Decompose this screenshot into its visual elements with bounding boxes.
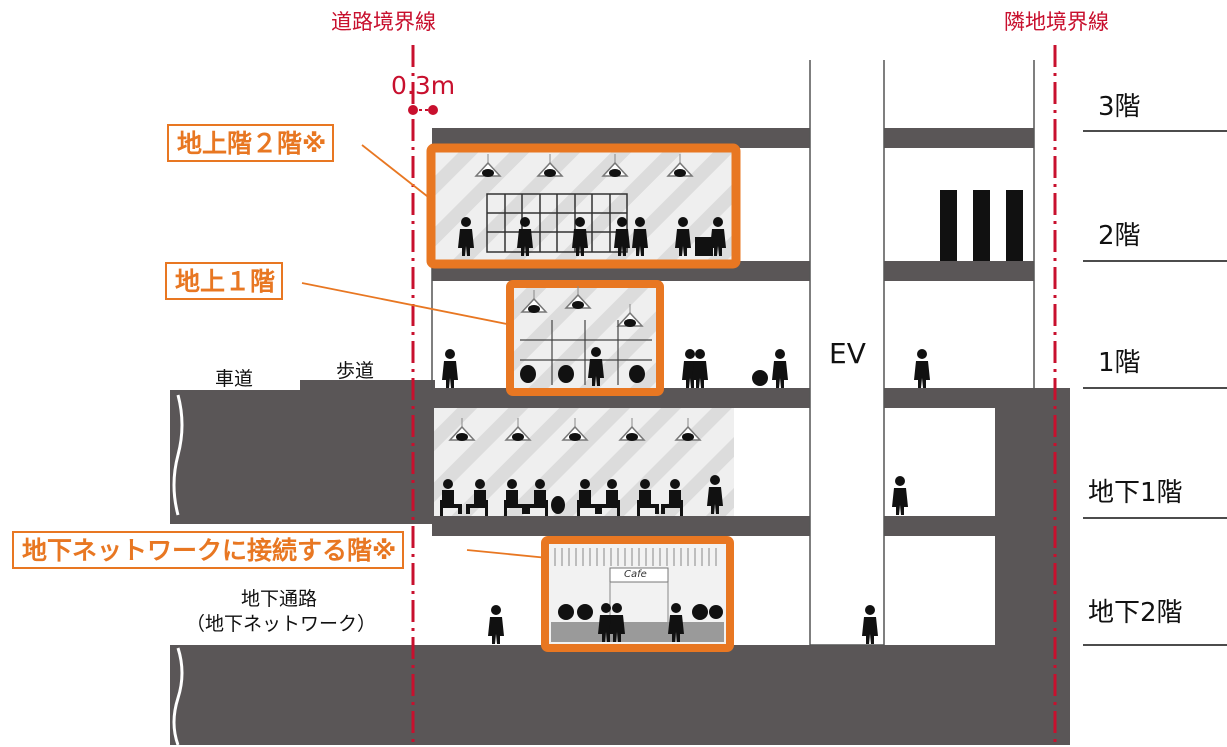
1f-shop-highlight [506,280,664,396]
floor-label-2f: 2階 [1098,221,1141,251]
cafe-sign: Cafe [624,569,647,580]
floor-label-3f: 3階 [1098,92,1141,122]
setback-label: 0.3m [391,71,456,100]
callout-underground-connected: 地下ネットワークに接続する階※ [12,531,405,569]
floor-label-b2: 地下2階 [1088,598,1183,628]
1f-pedestrians [442,349,930,515]
adjacent-boundary-label: 隣地境界線 [1004,10,1109,34]
underground-passage-label: 地下通路 [241,588,318,610]
callout-ground-1f: 地上１階 [165,262,284,300]
b2-cafe-highlight [541,536,734,652]
2f-shop-highlight [426,143,741,269]
2f-right-pillars [940,190,1023,261]
building-structure [170,60,1227,746]
setback-dimension [408,105,438,115]
floor-label-1f: 1階 [1098,348,1141,378]
road-boundary-label: 道路境界線 [331,10,436,34]
callout-leaders [301,144,549,559]
floor-label-b1: 地下1階 [1088,478,1183,508]
elevator-label: EV [829,337,866,370]
callout-ground-2f: 地上階２階※ [167,124,335,162]
underground-network-label: （地下ネットワーク） [186,613,377,635]
roadway-label: 車道 [215,368,254,390]
sidewalk-label: 歩道 [336,360,375,382]
b1-restaurant [434,408,734,516]
